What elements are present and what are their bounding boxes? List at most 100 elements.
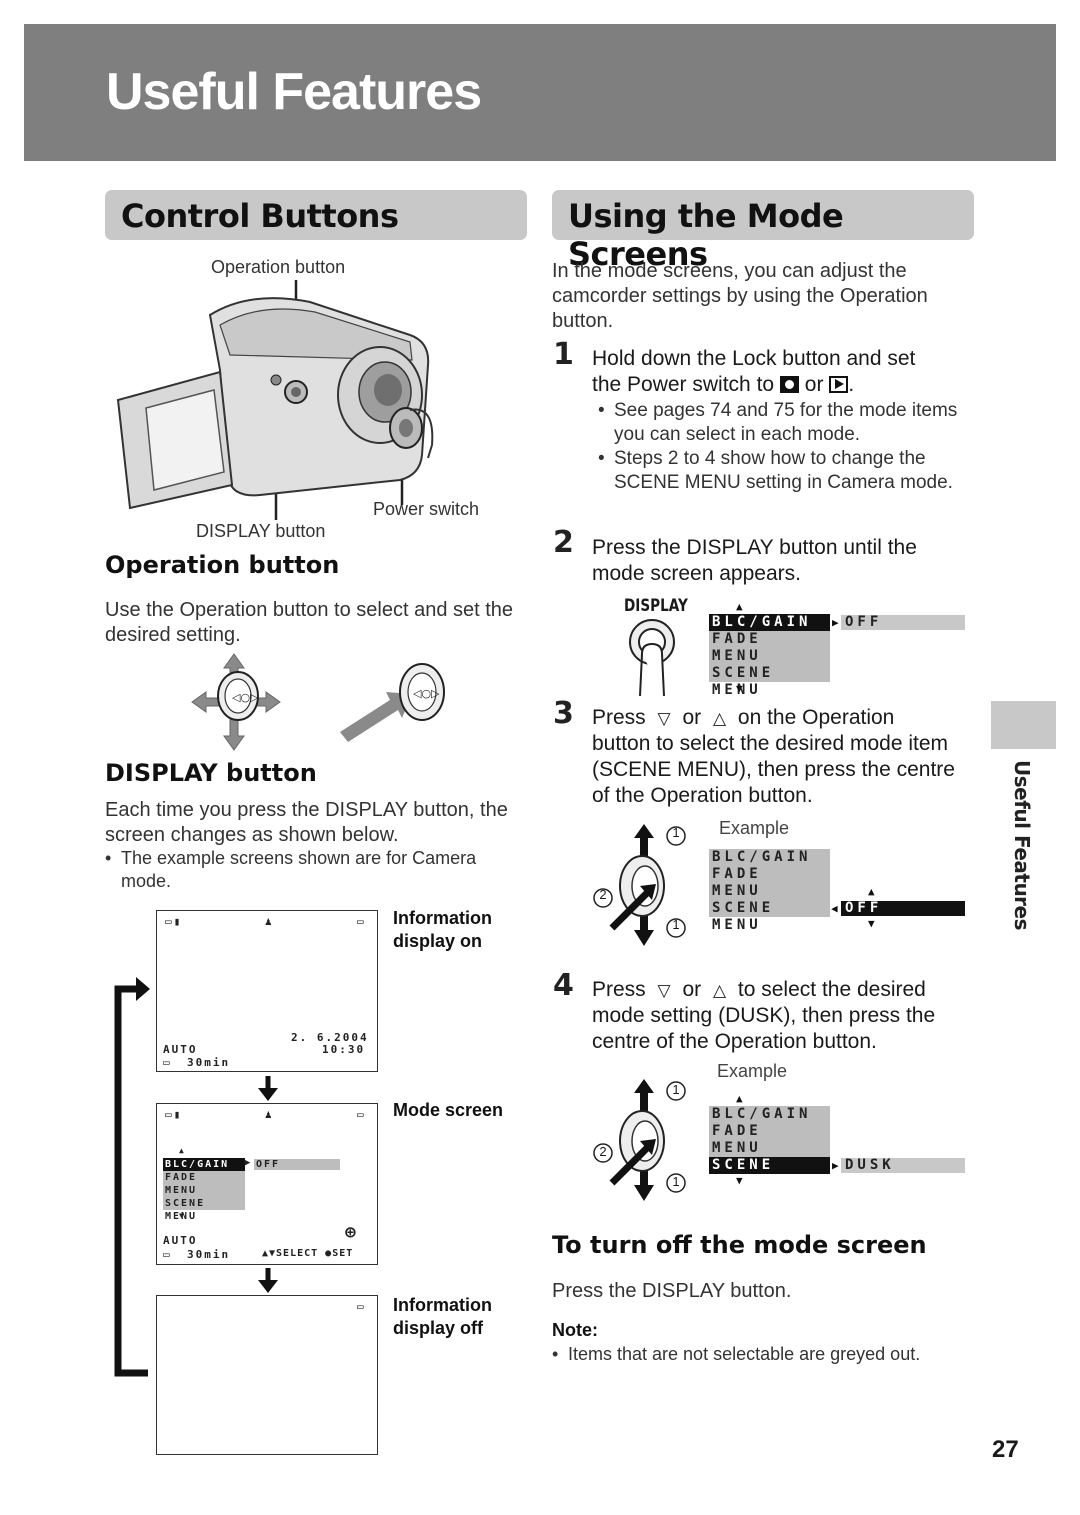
menu-item: FADE xyxy=(709,1123,830,1140)
operation-dial-press-icon xyxy=(593,824,686,946)
menu-item: SCENE MENU xyxy=(709,900,830,933)
lcd-tape-remaining: 30min xyxy=(187,1248,231,1261)
display-button-heading: DISPLAY button xyxy=(105,759,317,787)
page-number: 27 xyxy=(992,1436,1019,1463)
lcd-date: 2. 6.2004 xyxy=(291,1031,369,1044)
info-off-label-line1: Information xyxy=(393,1295,492,1315)
camcorder-illustration xyxy=(116,280,434,520)
note-label: Note: xyxy=(552,1320,598,1340)
tape-icon: ▭ xyxy=(357,1108,366,1121)
svg-text:◁○▷: ◁○▷ xyxy=(232,691,259,704)
turn-off-text: Press the DISPLAY button. xyxy=(552,1280,792,1302)
up-triangle-icon: ▲ xyxy=(179,1146,186,1155)
step-4-text: Press xyxy=(592,978,646,1001)
up-arrow-icon: △ xyxy=(712,981,727,1000)
mode-menu-screen-step4: ▲ BLC/GAIN FADE MENU SCENE MENU ▶ DUSK ▼ xyxy=(709,1092,969,1190)
step-number: 2 xyxy=(553,525,574,560)
lcd-info-on: ▭▮ ♟ ▭ 2. 6.2004 AUTO 10:30 ▭ 30min xyxy=(156,910,378,1072)
mode-menu-screen-step3: BLC/GAIN FADE MENU ▲ SCENE MENU ◀ OFF ▼ xyxy=(709,849,969,933)
step-2-text: Press the DISPLAY button until the mode … xyxy=(592,536,917,585)
menu-item: SCENE MENU xyxy=(709,1157,830,1190)
lcd-mode-screen: ▭▮ ♟ ▭ ▲ BLC/GAIN ▶ OFF FADE MENU SCENE … xyxy=(156,1103,378,1265)
right-triangle-icon: ▶ xyxy=(832,616,843,629)
example-label: Example xyxy=(719,818,790,838)
mode-menu-screen-step2: ▲ BLC/GAIN ▶ OFF FADE MENU SCENE MENU ▼ xyxy=(709,600,969,698)
tape-icon: ▭ xyxy=(163,1248,172,1261)
step-1-or: or xyxy=(804,373,824,396)
menu-item: BLC/GAIN xyxy=(709,614,830,631)
callout-number: 1 xyxy=(672,1174,680,1189)
svg-text:◁○▷: ◁○▷ xyxy=(413,687,440,700)
menu-item: FADE xyxy=(709,866,830,883)
right-triangle-icon: ▶ xyxy=(245,1158,253,1168)
person-icon: ♟ xyxy=(265,915,274,928)
lcd-tape-remaining: 30min xyxy=(187,1056,231,1069)
menu-item: SCENE MENU xyxy=(709,665,830,698)
mode-screen-label: Mode screen xyxy=(393,1100,504,1120)
callout-number: 2 xyxy=(599,1144,607,1159)
mode-screens-intro: In the mode screens, you can adjust the … xyxy=(552,260,928,332)
step-1-bullet: See pages 74 and 75 for the mode items y… xyxy=(598,399,968,447)
note-bullet: Items that are not selectable are greyed… xyxy=(552,1342,972,1366)
display-key-label: DISPLAY xyxy=(624,596,688,616)
down-arrow-icon: ▽ xyxy=(657,981,671,1000)
turn-off-heading: To turn off the mode screen xyxy=(552,1231,927,1259)
display-button-bullet: The example screens shown are for Camera… xyxy=(105,847,525,893)
page-banner: Useful Features xyxy=(24,24,1056,161)
callout-number: 1 xyxy=(672,825,680,840)
cycle-arrow-icon xyxy=(114,977,150,1377)
camera-mode-icon xyxy=(779,376,799,393)
info-on-label-line1: Information xyxy=(393,908,492,928)
step-3-text: Press xyxy=(592,706,646,729)
section-header-control-buttons: Control Buttons xyxy=(105,190,527,240)
battery-icon: ▭▮ xyxy=(165,915,183,928)
step-4-line1: Press ▽ or △ to select the desired xyxy=(592,977,926,1004)
playback-mode-icon xyxy=(829,376,849,393)
step-3-line1: Press ▽ or △ on the Operation xyxy=(592,705,894,732)
up-triangle-icon: ▲ xyxy=(736,600,747,613)
step-number: 3 xyxy=(553,696,574,731)
lcd-mode-auto: AUTO xyxy=(163,1234,198,1247)
display-button-press-icon xyxy=(629,619,675,697)
lcd-menu-item: BLC/GAIN xyxy=(163,1158,245,1171)
up-triangle-icon: ▲ xyxy=(736,1092,747,1105)
section-header-mode-screens: Using the Mode Screens xyxy=(552,190,974,273)
lcd-menu-item: MENU xyxy=(163,1184,245,1197)
chapter-side-label: Useful Features xyxy=(1010,760,1034,931)
step-number: 4 xyxy=(553,968,574,1003)
display-button-callout: DISPLAY button xyxy=(196,521,326,541)
step-1-line2: the Power switch to or . xyxy=(592,372,854,398)
operation-dial-icon: ⊕ xyxy=(345,1222,358,1243)
step-1-bullet: Steps 2 to 4 show how to change the SCEN… xyxy=(598,447,973,495)
lcd-menu-item: FADE xyxy=(163,1171,245,1184)
menu-item: MENU xyxy=(709,648,830,665)
section-title: Using the Mode Screens xyxy=(568,197,844,273)
step-3-or: or xyxy=(682,706,702,729)
operation-button-illustration: ◁○▷ ◁○▷ xyxy=(191,653,445,751)
operation-button-text: Use the Operation button to select and s… xyxy=(105,599,514,646)
lcd-mode-auto: AUTO xyxy=(163,1043,198,1056)
step-4-or: or xyxy=(682,978,702,1001)
down-triangle-icon: ▼ xyxy=(736,1174,747,1187)
lcd-time: 10:30 xyxy=(322,1043,366,1056)
step-number: 1 xyxy=(553,337,574,372)
menu-value: OFF xyxy=(841,901,965,916)
menu-item: BLC/GAIN xyxy=(709,849,830,866)
step-1-line1: Hold down the Lock button and set xyxy=(592,347,916,370)
lcd-guide: ▲▼SELECT ●SET xyxy=(262,1248,354,1259)
step-1-period: . xyxy=(848,373,855,396)
callout-number: 2 xyxy=(599,887,607,902)
operation-button-heading: Operation button xyxy=(105,551,340,579)
operation-button-callout: Operation button xyxy=(211,257,346,277)
info-off-label-line2: display off xyxy=(393,1318,484,1338)
lcd-info-off: ▭ xyxy=(156,1295,378,1455)
arrow-down-icon xyxy=(258,1268,278,1293)
chapter-side-tab xyxy=(991,701,1056,749)
tape-icon: ▭ xyxy=(163,1056,172,1069)
menu-value: DUSK xyxy=(841,1158,965,1173)
lcd-menu-value: OFF xyxy=(254,1159,340,1170)
menu-item: MENU xyxy=(709,1140,830,1157)
down-arrow-icon: ▽ xyxy=(657,709,671,728)
arrow-down-icon xyxy=(258,1076,278,1101)
power-switch-callout: Power switch xyxy=(373,499,480,519)
